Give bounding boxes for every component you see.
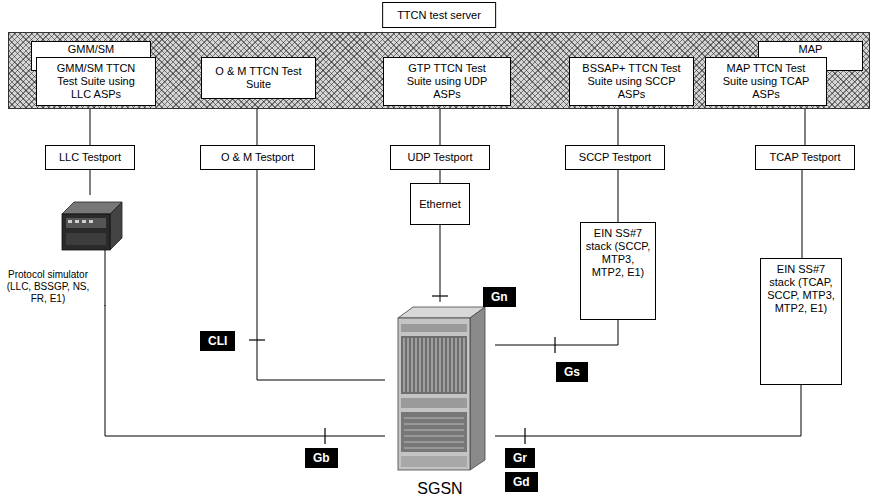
- connector-line: [805, 106, 806, 145]
- node-label: GMM/SM TTCN Test Suite using LLC ASPs: [49, 62, 143, 101]
- connector-line: [105, 305, 385, 436]
- sgsn-node: SGSN: [385, 302, 495, 500]
- ss7-stack-box: EIN SS#7 stack (SCCP, MTP3, MTP2, E1): [580, 222, 656, 320]
- node-label: SGSN: [417, 480, 462, 498]
- node-label: Ethernet: [419, 198, 461, 211]
- interface-label: Gb: [305, 448, 338, 468]
- node-label: Protocol simulator (LLC, BSSGP, NS, FR, …: [2, 269, 94, 305]
- node-label: GTP TTCN Test Suite using UDP ASPs: [396, 62, 498, 101]
- testport-box: UDP Testport: [390, 145, 490, 170]
- test-suite-box: GTP TTCN Test Suite using UDP ASPs: [383, 57, 511, 106]
- interface-label: Gd: [505, 472, 538, 492]
- testport-box: LLC Testport: [45, 145, 135, 170]
- server-title: TTCN test server: [382, 2, 496, 28]
- protocol-simulator: Protocol simulator (LLC, BSSGP, NS, FR, …: [2, 195, 127, 305]
- test-suite-box: GMM/SM TTCN Test Suite using LLC ASPs: [36, 57, 156, 106]
- node-label: MAP TTCN Test Suite using TCAP ASPs: [718, 62, 814, 101]
- connector-line: [257, 170, 385, 380]
- connector-line: [90, 170, 91, 195]
- node-label: UDP Testport: [407, 151, 472, 164]
- node-label: LLC Testport: [59, 151, 121, 164]
- node-label: SCCP Testport: [579, 151, 651, 164]
- connector-line: [440, 106, 441, 145]
- interface-label: Gs: [556, 362, 588, 382]
- interface-label: Gr: [505, 448, 535, 468]
- connector-line: [802, 170, 803, 258]
- ss7-stack-box: EIN SS#7 stack (TCAP, SCCP, MTP3, MTP2, …: [760, 258, 842, 385]
- node-label: MAP: [765, 43, 856, 56]
- interface-label: Gn: [483, 287, 516, 307]
- node-label: GMM/SM: [38, 43, 144, 56]
- testport-box: SCCP Testport: [565, 145, 665, 170]
- connector-line: [618, 170, 619, 222]
- server-band: TTCN test serverGMM/SMGMM/SM TTCN Test S…: [8, 32, 870, 109]
- testport-box: TCAP Testport: [755, 145, 855, 170]
- connector-line: [618, 106, 619, 145]
- node-label: O & M TTCN Test Suite: [214, 65, 303, 91]
- testport-box: O & M Testport: [200, 145, 315, 170]
- node-label: EIN SS#7 stack (SCCP, MTP3, MTP2, E1): [585, 227, 651, 279]
- sgsn-rack: [398, 307, 485, 470]
- test-suite-box: MAP TTCN Test Suite using TCAP ASPs: [705, 57, 827, 106]
- connector-line: [90, 106, 91, 145]
- node-label: BSSAP+ TTCN Test Suite using SCCP ASPs: [582, 62, 681, 101]
- interface-label: CLI: [200, 331, 235, 351]
- test-suite-box: BSSAP+ TTCN Test Suite using SCCP ASPs: [569, 57, 694, 106]
- connector-line: [495, 385, 801, 436]
- connector-line: [440, 170, 441, 183]
- test-suite-box: O & M TTCN Test Suite: [201, 57, 316, 99]
- node-label: EIN SS#7 stack (TCAP, SCCP, MTP3, MTP2, …: [765, 263, 837, 315]
- node-label: O & M Testport: [221, 151, 294, 164]
- node-label: TCAP Testport: [769, 151, 840, 164]
- connector-line: [495, 320, 618, 345]
- ethernet-box: Ethernet: [410, 183, 470, 225]
- connector-line: [440, 225, 441, 302]
